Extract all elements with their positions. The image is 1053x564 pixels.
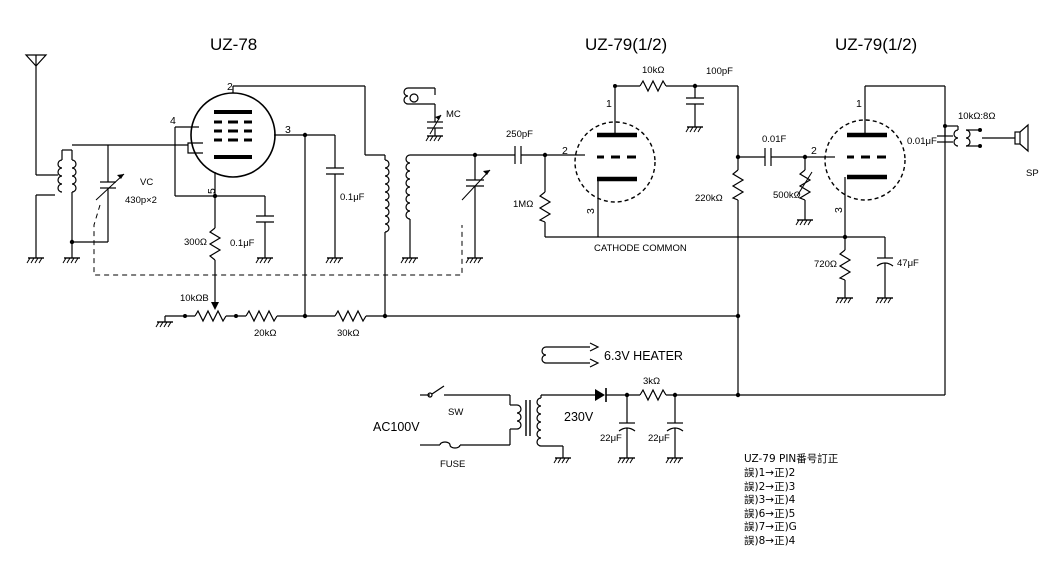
c-100p-label: 100pF [706, 66, 733, 77]
fuse-label: FUSE [440, 459, 465, 470]
pin-correction-note: UZ-79 PIN番号訂正 誤)1→正)2 誤)2→正)3 誤)3→正)4 誤)… [744, 452, 838, 547]
heater-winding: 6.3V HEATER [541, 342, 683, 368]
sw-label: SW [448, 407, 463, 418]
note-line-3: 誤)3→正)4 [744, 493, 796, 506]
r-10k-plate-label: 10kΩ [642, 65, 664, 76]
plate-filter: 10kΩ 100pF [613, 65, 738, 133]
c-22u-b-label: 22μF [648, 433, 670, 444]
r-720-label: 720Ω [814, 259, 837, 270]
tube-uz78 [187, 92, 276, 178]
r-1meg-label: 1MΩ [513, 199, 533, 210]
v1-pin5: 5 [206, 188, 218, 194]
v1-pin3: 3 [285, 124, 291, 136]
note-line-2: 誤)2→正)3 [744, 480, 795, 493]
v1-pin2: 2 [227, 81, 233, 93]
tuning-capacitor-2 [461, 152, 491, 264]
r-30k-label: 30kΩ [337, 328, 359, 339]
tube-title-uz79-b: UZ-79(1/2) [835, 35, 917, 54]
tube-uz79-output: 1 2 3 [811, 86, 906, 237]
vc-value-label: 430p×2 [125, 195, 157, 206]
v3-pin3: 3 [833, 207, 845, 213]
uz78-wiring [170, 85, 366, 316]
tube-title-uz79-a: UZ-79(1/2) [585, 35, 667, 54]
plate-load-220k: 220kΩ [695, 86, 745, 398]
c-250p-label: 250pF [506, 129, 533, 140]
r-220k-label: 220kΩ [695, 193, 723, 204]
c-001f-label: 0.01F [762, 134, 786, 145]
speaker-icon: SP [982, 123, 1039, 179]
v3-pin2: 2 [811, 145, 817, 157]
antenna-icon [24, 54, 55, 264]
grid-leak-1meg: 1MΩ CATHODE COMMON [513, 155, 880, 254]
power-transformer: 230V [516, 394, 595, 464]
note-line-5: 誤)7→正)G [744, 520, 797, 533]
r-3k-label: 3kΩ [643, 376, 660, 387]
coupling-cap-001: 0.01F [738, 134, 825, 166]
cathode-common-label: CATHODE COMMON [594, 243, 687, 254]
ac-input: SW FUSE AC100V [373, 385, 517, 470]
v2-pin1: 1 [606, 98, 612, 110]
bplus-bus: 10kΩB 20kΩ 30kΩ [155, 293, 738, 339]
heater-label: 6.3V HEATER [604, 349, 683, 363]
regen-coil [365, 154, 475, 316]
gang-linkage [93, 204, 463, 276]
vc-label: VC [140, 177, 153, 188]
v3-pin1: 1 [856, 98, 862, 110]
output-stage: 0.01μF 10kΩ:8Ω [865, 85, 995, 395]
v230-label: 230V [564, 410, 594, 424]
note-title: UZ-79 PIN番号訂正 [744, 452, 838, 465]
v1-pin4: 4 [170, 115, 176, 127]
antenna-coil [55, 149, 81, 264]
c-22u-a-label: 22μF [600, 433, 622, 444]
note-line-6: 誤)8→正)4 [744, 534, 796, 547]
c-0.1uf-cathode-label: 0.1μF [230, 238, 255, 249]
r-20k-label: 20kΩ [254, 328, 276, 339]
r-300-label: 300Ω [184, 237, 207, 248]
tube-uz79-detector: 1 2 3 [562, 86, 656, 237]
rectifier-filter: 3kΩ 22μF 22μF [595, 376, 945, 464]
r-500k-label: 500kΩ [773, 190, 801, 201]
tuning-capacitor-vc: VC 430p×2 [69, 144, 170, 245]
cathode-bias: 720Ω 47μF [814, 234, 919, 304]
volume-500k: 500kΩ [773, 157, 814, 226]
grid-cap-250p: 250pF [475, 129, 578, 164]
note-line-1: 誤)1→正)2 [744, 466, 795, 479]
vr-10kb-label: 10kΩB [180, 293, 209, 304]
v2-pin3: 3 [585, 208, 597, 214]
out-trans-label: 10kΩ:8Ω [958, 111, 995, 122]
c-001uf-label: 0.01μF [907, 136, 937, 147]
note-line-4: 誤)6→正)5 [744, 507, 795, 520]
mc-label: MC [446, 109, 461, 120]
mc-trimmer: MC [403, 87, 461, 142]
v2-pin2: 2 [562, 145, 568, 157]
ac100v-label: AC100V [373, 420, 420, 434]
tube-title-uz78: UZ-78 [210, 35, 257, 54]
speaker-label: SP [1026, 168, 1039, 179]
c-0.1uf-screen-label: 0.1μF [340, 192, 365, 203]
c-47u-label: 47μF [897, 258, 919, 269]
